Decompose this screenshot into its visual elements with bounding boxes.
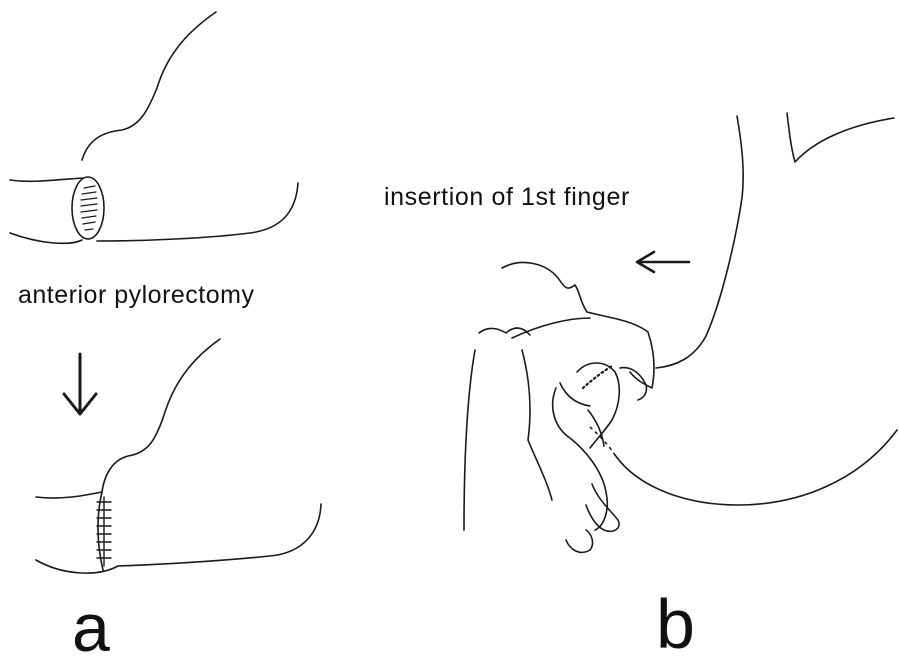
- left-arrow-icon: [637, 252, 689, 272]
- stomach-lower-contour: [118, 504, 321, 566]
- greater-curvature-dotted: [588, 425, 615, 455]
- panel-letter-b: b: [656, 589, 695, 659]
- insertion-label: insertion of 1st finger: [384, 183, 630, 212]
- duodenum-top-edge: [10, 178, 82, 181]
- palm-edge: [512, 318, 590, 338]
- stomach-before-pylorectomy: [10, 12, 298, 243]
- duodenum-top-edge: [36, 492, 102, 498]
- wrist-fold: [522, 350, 552, 500]
- arm-outline-left: [464, 350, 475, 530]
- stomach-with-finger: [464, 113, 897, 552]
- stomach-upper-contour: [82, 12, 216, 160]
- duodenum-bottom-edge: [10, 233, 82, 243]
- panel-letter-a: a: [72, 594, 110, 662]
- finger-bottom: [566, 530, 593, 552]
- procedure-label: anterior pylorectomy: [18, 281, 254, 310]
- knuckle-curve: [560, 383, 590, 406]
- stomach-upper-contour: [102, 339, 220, 492]
- index-finger: [553, 388, 608, 530]
- esophagus-right-wall: [787, 113, 894, 162]
- stomach-lower-contour: [97, 183, 298, 241]
- finger-nail-hatch: [583, 366, 612, 388]
- greater-curvature: [615, 430, 897, 505]
- opening-hatching: [81, 186, 97, 230]
- duodenum-bottom-edge: [36, 560, 118, 573]
- down-arrow-icon: [64, 354, 96, 414]
- esophagus-left-wall: [656, 116, 743, 368]
